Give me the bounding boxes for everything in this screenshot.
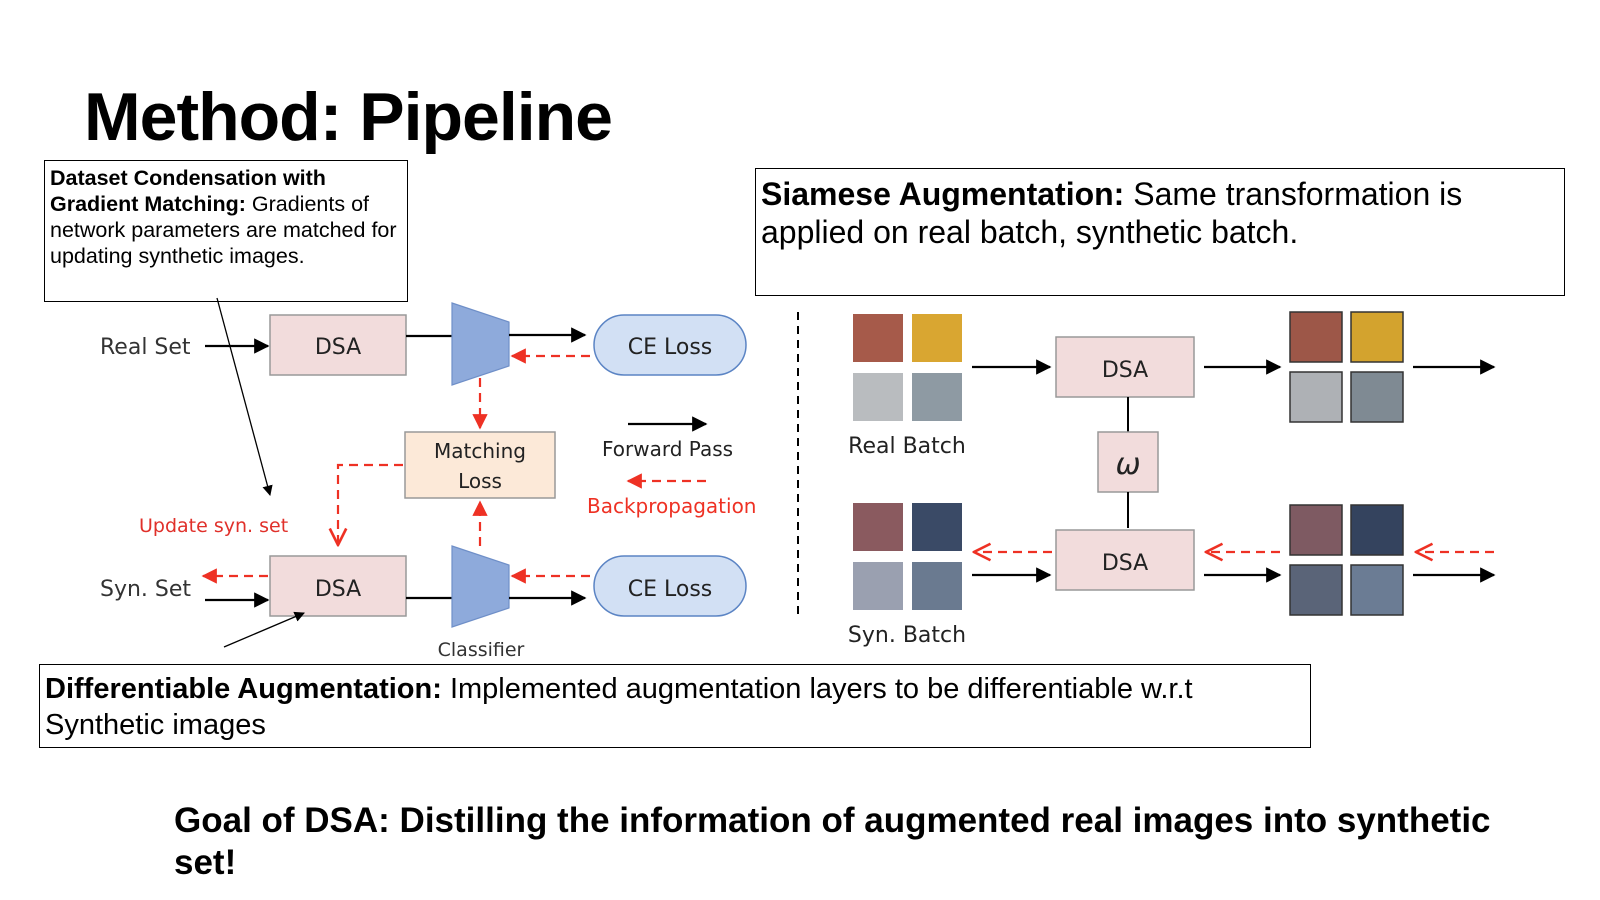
matching-loss-box (404, 431, 556, 499)
backpropagation-label: Backpropagation (587, 494, 756, 518)
goal-statement: Goal of DSA: Distilling the information … (174, 801, 1491, 882)
update-syn-path (338, 463, 403, 545)
real-image-2 (912, 314, 962, 362)
siamese-augmentation-callout: Siamese Augmentation: Same transformatio… (755, 168, 1565, 296)
ce-loss-label-real: CE Loss (628, 335, 713, 360)
ce-loss-box-real (593, 314, 747, 376)
siamese-text: Same transformation is applied on real b… (761, 176, 1463, 250)
matching-loss-line2: Loss (458, 469, 502, 493)
real-batch-images (853, 314, 962, 421)
gradient-matching-heading: Dataset Condensation with Gradient Match… (50, 166, 326, 216)
dsa-label-syn: DSA (315, 577, 361, 602)
classifier-trapezoid-top (451, 302, 510, 386)
syn-image-2 (912, 503, 962, 551)
syn-set-label: Syn. Set (100, 577, 191, 602)
gradient-matching-callout: Dataset Condensation with Gradient Match… (44, 160, 408, 302)
aug-real-image-3 (1289, 371, 1343, 423)
syn-batch-images (853, 503, 962, 610)
gradient-matching-text: Gradients of network parameters are matc… (50, 192, 397, 268)
classifier-label: Classifier (438, 639, 525, 661)
real-batch-label: Real Batch (848, 434, 966, 459)
gm-pointer (216, 297, 273, 497)
omega-box (1097, 431, 1159, 493)
real-image-3 (853, 373, 903, 421)
da-pointer (223, 611, 305, 648)
syn-image-4 (912, 562, 962, 610)
dsa-box-syn-batch (1055, 529, 1195, 591)
dsa-label-real-batch: DSA (1102, 358, 1148, 383)
dsa-label-real: DSA (315, 335, 361, 360)
matching-loss-line1: Matching (434, 439, 526, 463)
differentiable-text: Implemented augmentation layers to be di… (45, 673, 1193, 741)
aug-syn-image-3 (1289, 564, 1343, 616)
syn-batch-label: Syn. Batch (848, 623, 966, 648)
omega-symbol: ω (1115, 447, 1140, 482)
syn-image-3 (853, 562, 903, 610)
aug-syn-image-2 (1350, 504, 1404, 556)
classifier-trapezoid-bottom (451, 545, 510, 628)
forward-pass-label: Forward Pass (602, 437, 733, 461)
aug-syn-image-1 (1289, 504, 1343, 556)
syn-image-1 (853, 503, 903, 551)
augmented-syn-images (1289, 504, 1404, 616)
differentiable-heading: Differentiable Augmentation: (45, 673, 442, 705)
aug-real-image-4 (1350, 371, 1404, 423)
update-syn-set-label: Update syn. set (139, 515, 288, 537)
ce-loss-box-syn (593, 555, 747, 617)
aug-real-image-2 (1350, 311, 1404, 363)
real-image-4 (912, 373, 962, 421)
ce-loss-label-syn: CE Loss (628, 577, 713, 602)
dsa-label-syn-batch: DSA (1102, 551, 1148, 576)
dsa-box-real-batch (1055, 336, 1195, 398)
dsa-box-syn (269, 555, 407, 617)
real-image-1 (853, 314, 903, 362)
aug-syn-image-4 (1350, 564, 1404, 616)
slide-title: Method: Pipeline (84, 79, 613, 155)
dsa-box-real (269, 314, 407, 376)
siamese-heading: Siamese Augmentation: (761, 176, 1125, 212)
real-set-label: Real Set (100, 335, 191, 360)
augmented-real-images (1289, 311, 1404, 423)
differentiable-augmentation-callout: Differentiable Augmentation: Implemented… (39, 664, 1311, 748)
aug-real-image-1 (1289, 311, 1343, 363)
